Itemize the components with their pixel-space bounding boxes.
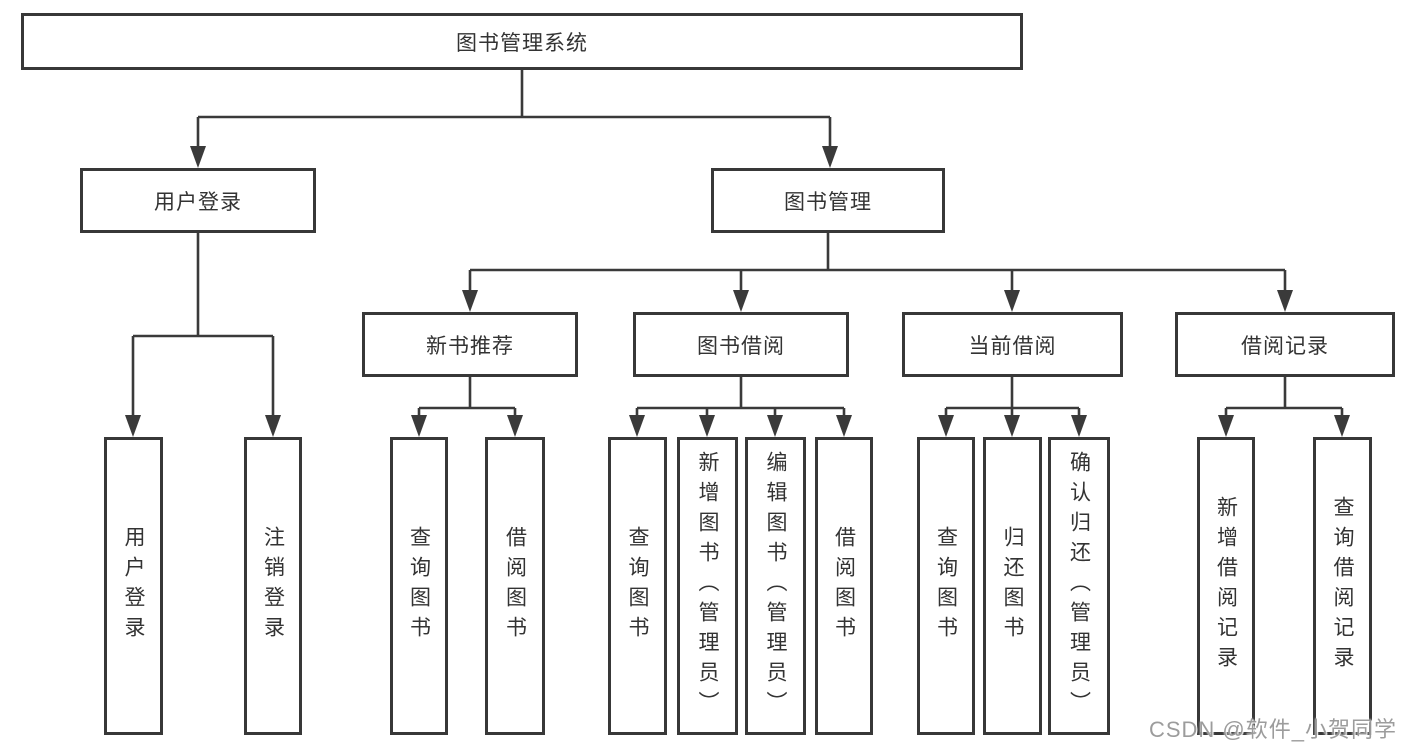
node-new-book-recommend: 新书推荐 bbox=[362, 312, 578, 377]
leaf-borrow-books: 借阅图书 bbox=[815, 437, 873, 735]
leaf-borrow-books-recommend: 借阅图书 bbox=[485, 437, 545, 735]
connector-newbooks-down bbox=[417, 377, 517, 416]
leaf-edit-books-admin: 编辑图书（管理员） bbox=[745, 437, 806, 735]
node-current-borrowing: 当前借阅 bbox=[902, 312, 1123, 377]
node-user-login: 用户登录 bbox=[80, 168, 316, 233]
leaf-query-books-current: 查询图书 bbox=[917, 437, 975, 735]
leaf-query-books-recommend: 查询图书 bbox=[390, 437, 448, 735]
leaf-user-login: 用户登录 bbox=[104, 437, 163, 735]
leaf-add-books-admin: 新增图书（管理员） bbox=[677, 437, 738, 735]
node-library-management-system: 图书管理系统 bbox=[21, 13, 1023, 70]
csdn-watermark: CSDN @软件_小贺同学 bbox=[1148, 717, 1397, 742]
leaf-query-books-borrowing: 查询图书 bbox=[608, 437, 667, 735]
leaf-query-borrow-record: 查询借阅记录 bbox=[1313, 437, 1372, 735]
leaf-confirm-return-admin: 确认归还（管理员） bbox=[1048, 437, 1110, 735]
leaf-add-borrow-record: 新增借阅记录 bbox=[1197, 437, 1255, 735]
connector-records-down bbox=[1224, 377, 1344, 416]
leaf-logout: 注销登录 bbox=[244, 437, 302, 735]
node-book-management: 图书管理 bbox=[711, 168, 945, 233]
node-borrow-records: 借阅记录 bbox=[1175, 312, 1395, 377]
leaf-return-books: 归还图书 bbox=[983, 437, 1042, 735]
connector-borrowing-down bbox=[635, 377, 846, 416]
node-book-borrowing: 图书借阅 bbox=[633, 312, 849, 377]
connector-current-down bbox=[944, 377, 1081, 416]
